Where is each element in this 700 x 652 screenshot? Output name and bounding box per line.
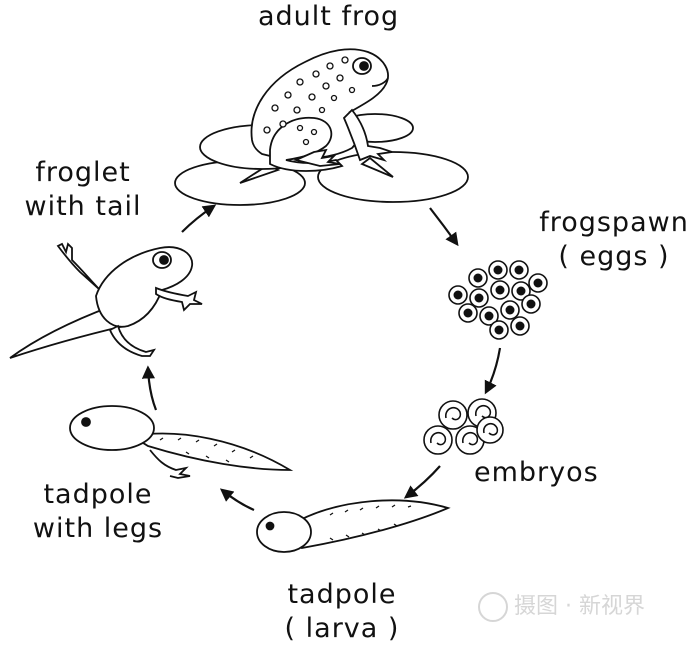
label-tadpole-line1: tadpole [287,579,397,610]
frogspawn-illustration [448,260,548,340]
label-frogspawn: frogspawn ( eggs ) [530,206,698,274]
label-froglet-line2: with tail [24,191,142,222]
watermark-text: 摄图 · 新视界 [514,594,645,619]
label-froglet-with-tail: froglet with tail [8,156,158,224]
froglet-body [95,246,193,328]
froglet-back-leg [56,242,101,291]
label-frogspawn-line1: frogspawn [539,207,689,238]
arrow-frogspawn-to-embryos [484,347,502,395]
froglet-illustration [9,242,203,359]
watermark-logo-icon [478,592,508,622]
adult-frog-illustration [174,48,469,206]
label-tadpole-with-legs-line2: with legs [32,513,164,544]
label-froglet-line1: froglet [35,157,131,188]
tadpole-illustration [256,499,451,553]
adult-frog-front-leg [342,108,393,162]
label-adult-frog-line1: adult frog [258,1,400,32]
embryos-illustration [423,398,504,455]
label-tadpole-with-legs: tadpole with legs [8,478,188,546]
tadpole-head [256,511,312,553]
label-tadpole-with-legs-line1: tadpole [43,479,153,510]
arrow-embryos-to-tadpole [403,465,441,499]
froglet-tail [9,304,126,359]
label-embryos: embryos [474,456,599,490]
label-adult-frog: adult frog [258,0,399,34]
arrow-tadpole-to-legs [219,488,255,512]
legged-tadpole-head [69,405,155,451]
arrow-froglet-to-adult [181,204,217,233]
watermark: 摄图 · 新视界 [478,588,645,622]
cycle-arrows [141,204,502,512]
label-frogspawn-line2: ( eggs ) [558,241,670,272]
tadpole-with-legs-illustration [69,405,294,479]
label-tadpole: tadpole ( larva ) [272,578,412,646]
arrow-adult-to-frogspawn [429,207,459,247]
label-embryos-line1: embryos [474,457,599,488]
label-tadpole-line2: ( larva ) [284,613,400,644]
arrow-legs-to-froglet [141,365,158,411]
